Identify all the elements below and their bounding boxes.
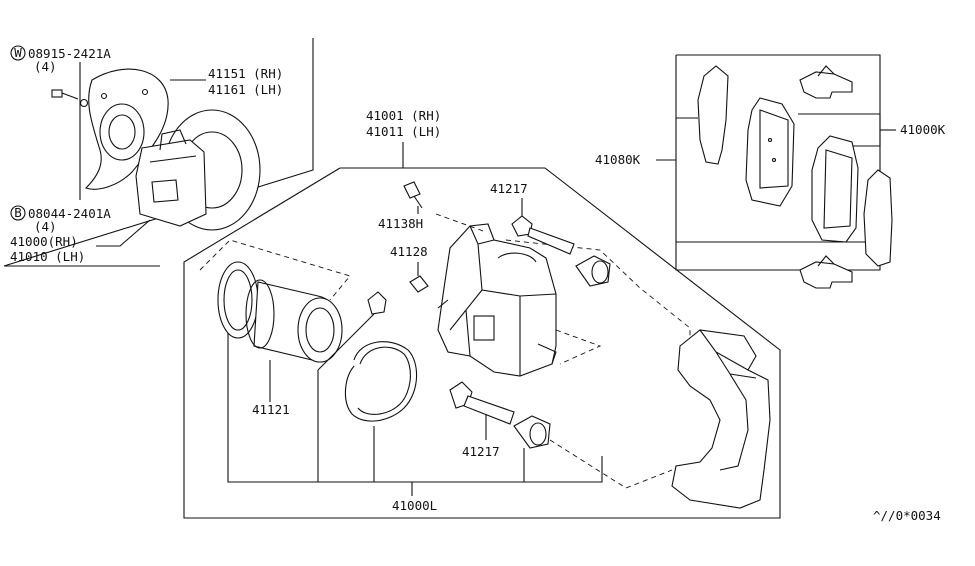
pad-hardware-label: 41080K	[595, 152, 641, 167]
washer-qty-label: (4)	[34, 59, 57, 74]
seal-kit-brackets: 41000L	[227, 320, 603, 513]
caliper-dash-2	[555, 329, 602, 365]
pin-bolt-bottom-icon: 41217	[449, 381, 515, 459]
inset-leader-lines	[3, 38, 314, 267]
bleeder-cap-label: 41128	[390, 244, 428, 259]
assy-rh-label: 41000(RH)	[10, 234, 78, 249]
dust-cap-icon	[317, 291, 387, 371]
bolt-callout: B 08044-2401A (4) 41000(RH) 41010 (LH)	[10, 205, 111, 264]
washer-badge: W	[14, 45, 22, 60]
shim-right-icon	[863, 169, 893, 267]
washer-callout: W 08915-2421A (4)	[10, 45, 111, 74]
plate-callout: 41151 (RH) 41161 (LH)	[208, 66, 283, 97]
pin-bolt-top-label: 41217	[490, 181, 528, 196]
caliper-bracket-icon	[671, 329, 771, 509]
bolt-badge: B	[14, 205, 22, 220]
pad-kit-callout: 41000K	[798, 113, 946, 147]
pin-bolt-top-icon: 41217	[490, 181, 575, 255]
bleeder-screw-icon: 41138H	[378, 181, 423, 231]
bolt-small-icon	[51, 89, 89, 108]
assy-lh-label: 41010 (LH)	[10, 249, 85, 264]
piston-seal-icon	[344, 341, 418, 422]
plate-rh-label: 41151 (RH)	[208, 66, 283, 81]
pin-bolt-bottom-label: 41217	[462, 444, 500, 459]
pad-hardware-callout: 41080K	[595, 152, 676, 167]
bleeder-screw-label: 41138H	[378, 216, 423, 231]
caliper-body-icon	[437, 223, 557, 377]
caliper-assembly-small-icon	[135, 129, 207, 227]
bleeder-cap-icon: 41128	[390, 244, 429, 293]
piston-icon: 41121	[245, 279, 343, 417]
pad-outer-icon	[811, 135, 859, 243]
pad-kit-label: 41000K	[900, 122, 946, 137]
backing-plate-icon	[84, 68, 169, 190]
shim-left-icon	[676, 65, 729, 165]
pin-boot-top-icon	[575, 255, 611, 287]
bolt-code-label: 08044-2401A	[28, 206, 111, 221]
clip-top-icon	[799, 65, 853, 99]
caliper-rh-label: 41001 (RH)	[366, 108, 441, 123]
bolt-qty-label: (4)	[34, 219, 57, 234]
pin-dash	[549, 439, 673, 489]
plate-lh-label: 41161 (LH)	[208, 82, 283, 97]
pin-boot-bottom-icon	[513, 415, 551, 449]
pad-inner-icon	[745, 97, 795, 207]
inset-leaders	[79, 62, 206, 247]
caliper-callout: 41001 (RH) 41011 (LH)	[366, 108, 441, 168]
piston-dash	[199, 239, 351, 301]
washer-code-label: 08915-2421A	[28, 46, 111, 61]
seal-kit-label: 41000L	[392, 498, 437, 513]
figure-code-label: ^//0*0034	[873, 508, 941, 523]
piston-label: 41121	[252, 402, 290, 417]
piston-boot-icon	[217, 261, 259, 339]
clip-bottom-icon	[799, 255, 853, 289]
caliper-lh-label: 41011 (LH)	[366, 124, 441, 139]
caliper-kit-frame	[183, 167, 781, 519]
